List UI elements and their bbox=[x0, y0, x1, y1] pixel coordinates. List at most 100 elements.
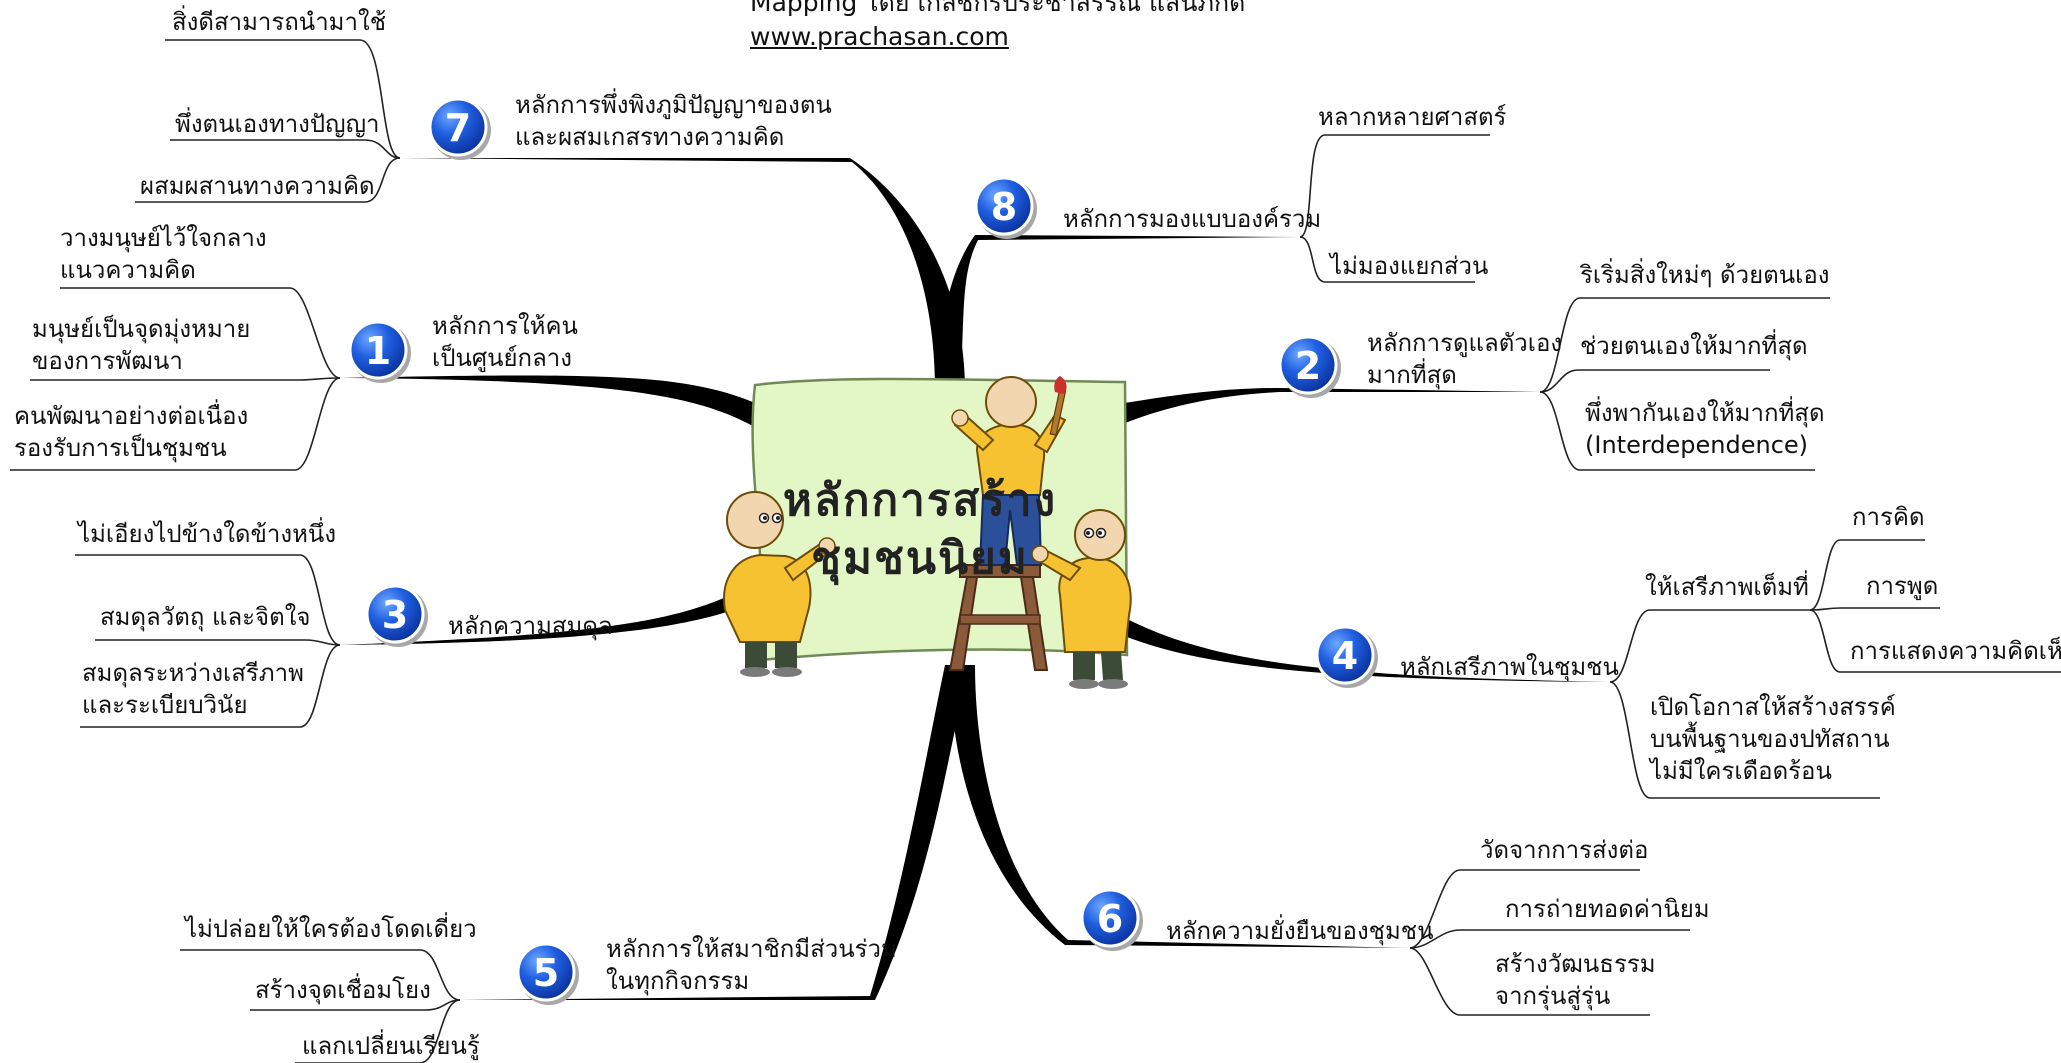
leaf-connector bbox=[135, 157, 401, 203]
leaf-line: พึ่งตนเองทางปัญญา bbox=[175, 110, 380, 138]
leaf-connector bbox=[75, 554, 341, 646]
leaf-line: รองรับการเป็นชุมชน bbox=[14, 434, 227, 462]
badge-circle bbox=[974, 176, 1034, 236]
branch-7-title: หลักการพึ่งพิงภูมิปัญญาของตน และผสมเกสรท… bbox=[515, 89, 832, 153]
leaf-line: พึ่งพากันเองให้มากที่สุด bbox=[1585, 399, 1825, 427]
leaf-line: หลากหลายศาสตร์ bbox=[1318, 103, 1507, 131]
branch-3-title-line: หลักความสมดุล bbox=[448, 612, 613, 640]
branch-8-leaf-2: ไม่มองแยกส่วน bbox=[1330, 250, 1488, 282]
leaf-line: สมดุลวัตถุ และจิตใจ bbox=[100, 603, 311, 631]
leaf-line: สร้างจุดเชื่อมโยง bbox=[255, 976, 431, 1004]
center-title-line1: หลักการสร้าง bbox=[782, 475, 1058, 526]
kid-standing bbox=[951, 376, 1067, 566]
leaf-connector bbox=[1539, 297, 1830, 393]
leaf-connector bbox=[180, 949, 461, 1001]
leaf-line: คนพัฒนาอย่างต่อเนื่อง bbox=[14, 402, 249, 430]
branch-6-leaf-3: สร้างวัฒนธรรม จากรุ่นสู่รุ่น bbox=[1495, 948, 1656, 1012]
leaf-connector bbox=[1409, 929, 1690, 949]
branch-8-title: หลักการมองแบบองค์รวม bbox=[1063, 203, 1321, 235]
branch-3-leaf-1: ไม่เอียงไปข้างใดข้างหนึ่ง bbox=[78, 518, 336, 550]
branch-5-title-line: ในทุกกิจกรรม bbox=[606, 967, 750, 995]
leaf-line: การพูด bbox=[1866, 572, 1939, 600]
number-badge-1: 1 bbox=[348, 320, 411, 383]
branch-3-leaf-2: สมดุลวัตถุ และจิตใจ bbox=[100, 601, 310, 633]
number-badge-6: 6 bbox=[1080, 888, 1143, 951]
leaf-connector bbox=[1809, 607, 1940, 611]
branch-7-title-line: หลักการพึ่งพิงภูมิปัญญาของตน bbox=[515, 91, 832, 119]
main-branch-2 bbox=[1110, 388, 1540, 425]
leaf-line: ไม่มีใครเดือดร้อน bbox=[1650, 757, 1832, 785]
credit-link[interactable]: www.prachasan.com bbox=[750, 22, 1009, 51]
branch-2-title-line: มากที่สุด bbox=[1367, 361, 1457, 389]
leaf-connector bbox=[60, 287, 341, 379]
branch-3-leaf-3: สมดุลระหว่างเสรีภาพ และระเบียบวินัย bbox=[82, 657, 304, 721]
badge-number: 1 bbox=[365, 329, 391, 373]
branch-7-title-line: และผสมเกสรทางความคิด bbox=[515, 123, 785, 151]
branch-3-title: หลักความสมดุล bbox=[448, 610, 613, 642]
branch-4-sub-title: ให้เสรีภาพเต็มที่ bbox=[1645, 571, 1809, 603]
badge-circle bbox=[1278, 335, 1338, 395]
leaf-line: ริเริ่มสิ่งใหม่ๆ ด้วยตนเอง bbox=[1580, 261, 1830, 289]
leaf-line: ช่วยตนเองให้มากที่สุด bbox=[1580, 332, 1808, 360]
branch-5-leaf-2: สร้างจุดเชื่อมโยง bbox=[255, 974, 431, 1006]
leaf-connector bbox=[1409, 869, 1640, 949]
badge-number: 7 bbox=[445, 106, 471, 150]
leaf-line: ไม่ปล่อยให้ใครต้องโดดเดี่ยว bbox=[185, 915, 477, 943]
branch-6-leaf-2: การถ่ายทอดค่านิยม bbox=[1505, 893, 1710, 925]
main-branch-1 bbox=[340, 375, 760, 430]
leaf-line: แนวความคิด bbox=[60, 256, 196, 284]
branch-1-leaf-2: มนุษย์เป็นจุดมุ่งหมาย ของการพัฒนา bbox=[32, 313, 250, 377]
number-badge-5: 5 bbox=[516, 942, 579, 1005]
leaf-line: (Interdependence) bbox=[1585, 431, 1809, 459]
leaf-connector bbox=[30, 377, 341, 381]
badge-number: 2 bbox=[1295, 344, 1321, 388]
leaf-line: แลกเปลี่ยนเรียนรู้ bbox=[302, 1032, 480, 1060]
leaf-line: มนุษย์เป็นจุดมุ่งหมาย bbox=[32, 315, 251, 343]
leaf-connector bbox=[95, 639, 341, 646]
branch-7-leaf-2: พึ่งตนเองทางปัญญา bbox=[175, 108, 380, 140]
branch-2-leaf-2: ช่วยตนเองให้มากที่สุด bbox=[1580, 330, 1808, 362]
badge-number: 4 bbox=[1332, 634, 1358, 678]
kid-right bbox=[1031, 509, 1132, 689]
branch-1-title: หลักการให้คน เป็นศูนย์กลาง bbox=[432, 310, 578, 374]
branch-8-leaf-1: หลากหลายศาสตร์ bbox=[1318, 101, 1506, 133]
branch-5-leaf-3: แลกเปลี่ยนเรียนรู้ bbox=[302, 1030, 480, 1062]
leaf-line: และระเบียบวินัย bbox=[82, 691, 248, 719]
branch-1-title-line: หลักการให้คน bbox=[432, 312, 578, 340]
sub-title-line: ให้เสรีภาพเต็มที่ bbox=[1645, 573, 1809, 601]
badge-circle bbox=[428, 97, 488, 157]
credit: Mapping โดย เกลชกรประชาสรรณ แสนภกด www.p… bbox=[750, 0, 1245, 54]
main-branch-6 bbox=[950, 665, 1410, 948]
leaf-connector bbox=[1409, 947, 1650, 1016]
leaf-line: การแสดงความคิดเห็น bbox=[1850, 637, 2061, 665]
branch-1-leaf-3: คนพัฒนาอย่างต่อเนื่อง รองรับการเป็นชุมชน bbox=[14, 400, 248, 464]
branch-4-sub-leaf-1: การคิด bbox=[1852, 501, 1925, 533]
leaf-connector bbox=[1299, 134, 1490, 238]
leaf-line: ไม่เอียงไปข้างใดข้างหนึ่ง bbox=[78, 520, 337, 548]
leaf-line: สิ่งดีสามารถนำมาใช้ bbox=[172, 8, 386, 36]
badge-number: 8 bbox=[991, 185, 1017, 229]
branch-1-leaf-1: วางมนุษย์ไว้ใจกลาง แนวความคิด bbox=[60, 222, 267, 286]
branch-4-sub-leaf-2: การพูด bbox=[1866, 570, 1938, 602]
leaf-connector bbox=[1299, 236, 1475, 283]
leaf-connector bbox=[170, 139, 401, 159]
leaf-line: เปิดโอกาสให้สร้างสรรค์ bbox=[1650, 693, 1896, 721]
leaf-connector bbox=[10, 377, 341, 471]
branch-6-leaf-1: วัดจากการส่งต่อ bbox=[1480, 834, 1648, 866]
leaf-line: การถ่ายทอดค่านิยม bbox=[1505, 895, 1710, 923]
number-badge-2: 2 bbox=[1278, 335, 1341, 398]
branch-4-sub-leaf-3: การแสดงความคิดเห็น bbox=[1850, 635, 2061, 667]
leaf-connectors bbox=[10, 39, 2061, 1063]
kid-left bbox=[723, 491, 836, 677]
branch-4-title-line: หลักเสรีภาพในชุมชน bbox=[1400, 653, 1619, 681]
number-badge-8: 8 bbox=[974, 176, 1037, 239]
credit-text: Mapping โดย เกลชกรประชาสรรณ แสนภกด bbox=[750, 0, 1246, 17]
leaf-line: การคิด bbox=[1852, 503, 1925, 531]
leaf-connector bbox=[1539, 391, 1815, 471]
badge-circle bbox=[348, 320, 408, 380]
leaf-connector bbox=[165, 39, 401, 159]
leaf-line: ไม่มองแยกส่วน bbox=[1330, 252, 1489, 280]
leaf-line: สร้างวัฒนธรรม bbox=[1495, 950, 1656, 978]
